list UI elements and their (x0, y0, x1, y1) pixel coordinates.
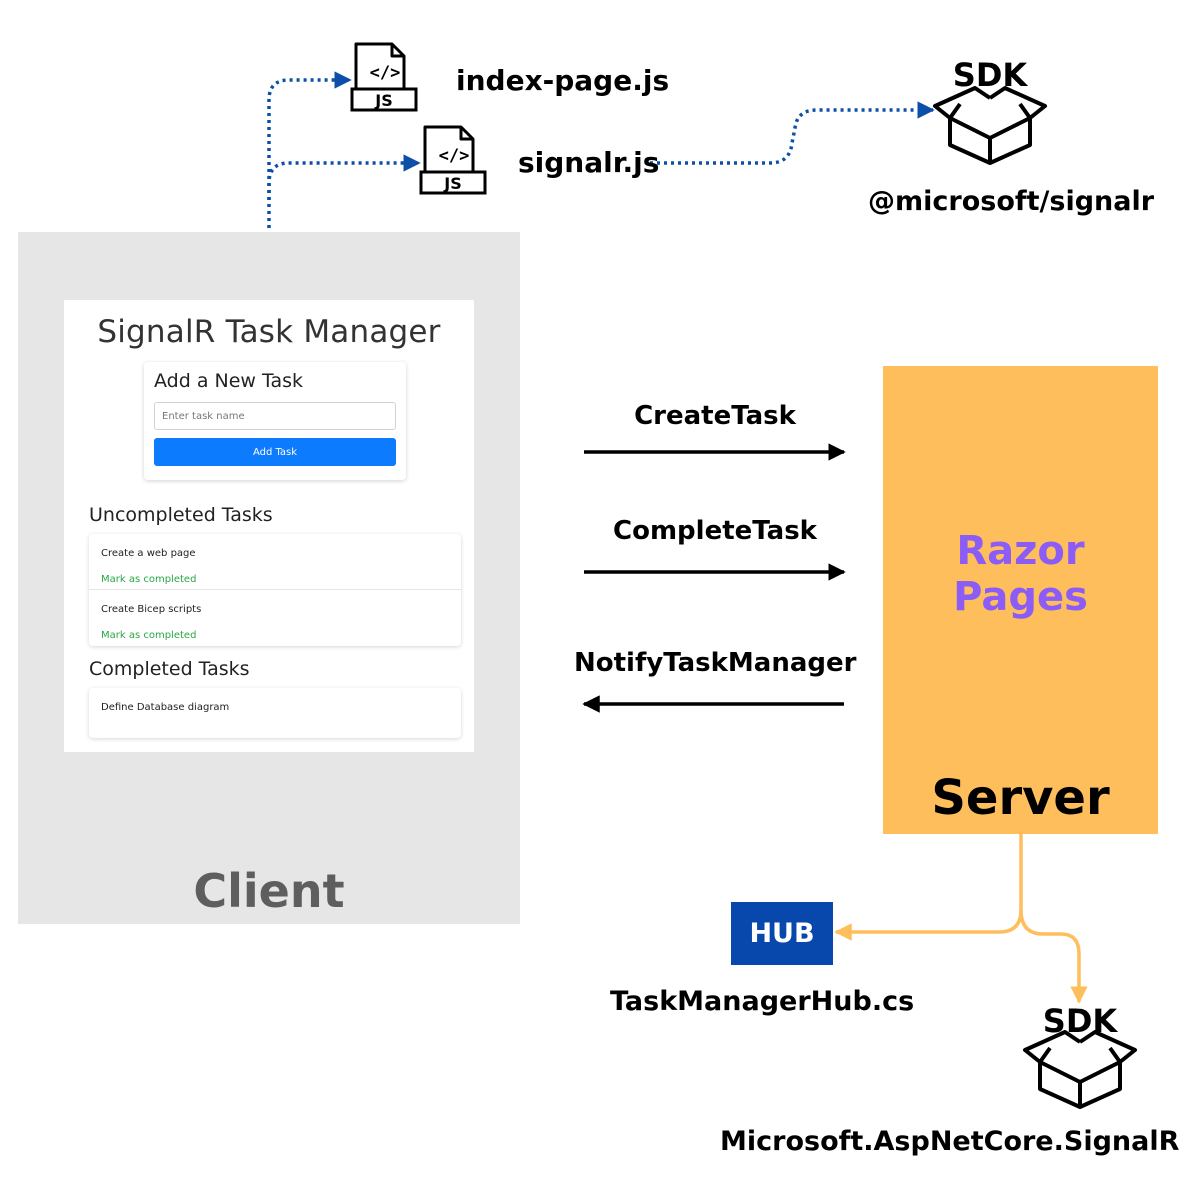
client-to-signalr-js-link (267, 154, 421, 200)
task-manager-app: SignalR Task Manager Add a New Task Add … (64, 300, 474, 752)
completed-task-list: Define Database diagram (89, 688, 461, 738)
uncompleted-tasks-title: Uncompleted Tasks (89, 504, 273, 526)
hub-badge: HUB (731, 902, 833, 965)
sdk-package-icon: SDK (1023, 1002, 1137, 1109)
mark-completed-link[interactable]: Mark as completed (101, 630, 197, 641)
code-glyph: </> (370, 63, 401, 83)
sdk-package-icon: SDK (933, 56, 1047, 165)
add-task-title: Add a New Task (154, 370, 303, 392)
server-to-sdk-link (1019, 909, 1088, 1004)
complete-task-label: CompleteTask (613, 516, 817, 546)
js-file-icon: </> JS (419, 125, 487, 195)
server-label: Server (931, 770, 1110, 826)
code-glyph: </> (439, 146, 470, 166)
index-page-file-label: index-page.js (456, 64, 670, 97)
add-task-button[interactable]: Add Task (154, 438, 396, 466)
sdk-badge: SDK (953, 56, 1029, 94)
mark-completed-link[interactable]: Mark as completed (101, 574, 197, 585)
signalr-js-to-sdk-link (650, 101, 935, 165)
task-row: Create Bicep scripts Mark as completed (89, 590, 461, 646)
signalr-js-file-label: signalr.js (518, 146, 660, 179)
task-row: Create a web page Mark as completed (89, 534, 461, 590)
hub-file-label: TaskManagerHub.cs (610, 986, 915, 1017)
sdk-badge: SDK (1043, 1002, 1119, 1040)
uncompleted-task-list: Create a web page Mark as completed Crea… (89, 534, 461, 646)
app-title: SignalR Task Manager (97, 314, 441, 350)
js-badge: JS (443, 174, 461, 193)
client-to-index-page-link (267, 71, 352, 298)
task-name: Create Bicep scripts (101, 604, 202, 615)
add-task-card: Add a New Task Add Task (144, 362, 406, 480)
notify-task-manager-label: NotifyTaskManager (574, 648, 857, 678)
razor-pages-label: Razor Pages (953, 528, 1088, 620)
client-sdk-package-label: @microsoft/signalr (868, 186, 1155, 217)
client-label: Client (193, 864, 345, 918)
server-to-hub-link (834, 834, 1023, 941)
client-panel: SignalR Task Manager Add a New Task Add … (18, 232, 520, 924)
task-name-input[interactable] (154, 402, 396, 430)
task-name: Define Database diagram (101, 702, 230, 713)
task-name: Create a web page (101, 548, 196, 559)
task-row: Define Database diagram (89, 688, 461, 738)
create-task-label: CreateTask (634, 401, 796, 431)
completed-tasks-title: Completed Tasks (89, 658, 250, 680)
js-file-icon: </> JS (350, 42, 418, 112)
server-sdk-package-label: Microsoft.AspNetCore.SignalR (720, 1126, 1180, 1157)
server-box: Razor Pages Server (883, 366, 1158, 834)
js-badge: JS (374, 91, 392, 110)
